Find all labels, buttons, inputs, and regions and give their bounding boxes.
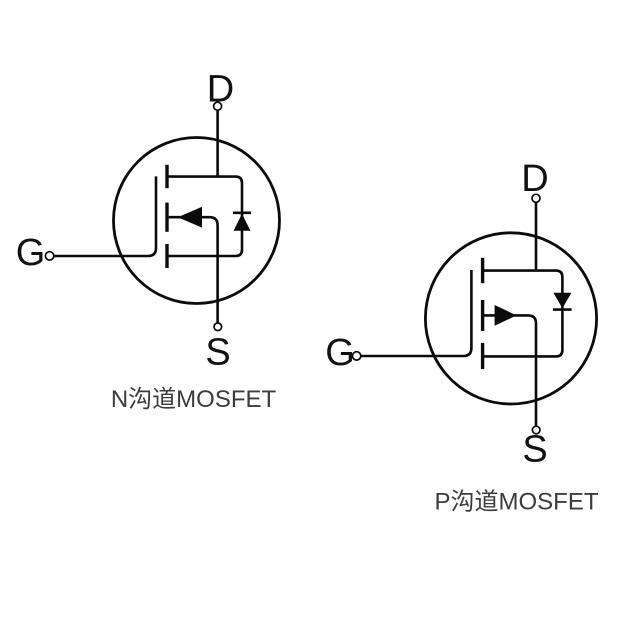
nmos-gate-path (54, 176, 158, 258)
nmos-body-circle (112, 136, 281, 305)
pmos-gate-terminal (351, 350, 362, 361)
nmos-diode-triangle (233, 213, 251, 231)
pmos-caption: P沟道MOSFET (434, 489, 598, 516)
pmos-rail-path (484, 269, 564, 358)
pmos-gate-label: G (325, 332, 355, 374)
pmos-source-label: S (522, 429, 547, 471)
nmos-drain-terminal (212, 101, 223, 112)
nmos-source-path (168, 215, 219, 323)
nmos-caption: N沟道MOSFET (111, 386, 277, 413)
pmos-symbol: D G S P沟道MOSFET (325, 158, 599, 516)
nmos-source-label: S (205, 332, 230, 374)
pmos-drain-terminal (531, 193, 541, 204)
nmos-symbol: D G S N沟道MOSFET (16, 69, 281, 413)
pmos-diode-triangle (553, 292, 572, 309)
nmos-source-terminal (213, 322, 223, 332)
nmos-drain-label: D (207, 69, 234, 111)
nmos-channel-arrow (177, 206, 202, 228)
pmos-body-circle (423, 231, 598, 406)
nmos-gate-label: G (16, 232, 46, 274)
nmos-gate-terminal (44, 250, 55, 261)
pmos-channel-arrow (494, 305, 517, 326)
pmos-drain-label: D (521, 158, 548, 200)
pmos-gate-path (361, 270, 473, 358)
pmos-source-terminal (531, 425, 541, 435)
pmos-source-path (484, 314, 538, 427)
